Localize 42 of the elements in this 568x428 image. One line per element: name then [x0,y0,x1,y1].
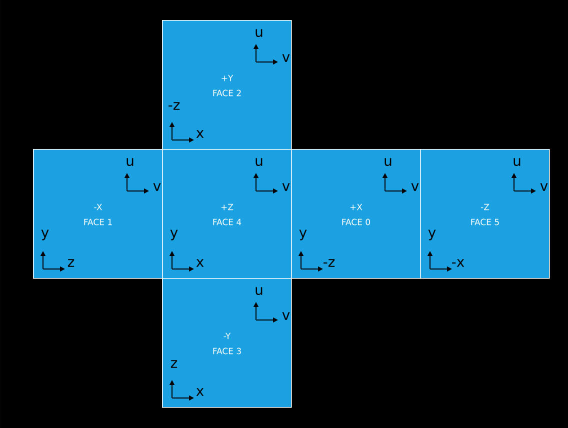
axis-label: z [170,360,178,368]
face-label: FACE 3 [213,348,241,354]
face-label: -Z [480,204,490,210]
face-square [162,20,292,150]
axis-label: -z [168,102,180,110]
face-square [291,149,421,279]
axis-label: u [126,158,134,166]
axis-label: x [196,259,204,267]
axis-label: u [256,158,262,166]
face-label: +Z [221,204,234,210]
face-square [162,278,292,408]
face-square [420,149,550,279]
axis-label: y [299,230,307,240]
face-label: FACE 0 [342,218,370,226]
axis-label: u [514,158,520,166]
axis-label: x [196,130,204,138]
axis-label: -z [324,259,335,267]
axis-label: x [196,388,204,396]
face-label: FACE 1 [84,218,112,226]
axis-label: y [170,230,178,240]
axis-label: v [411,183,419,191]
face-label: -Y [224,332,231,340]
axis-label: v [153,183,161,191]
face-label: +Y [222,74,234,82]
axis-label: -x [452,259,464,267]
face-label: +X [350,204,362,210]
axis-label: y [41,230,49,240]
axis-label: v [282,312,290,320]
axis-label: u [256,286,262,296]
face-label: FACE 2 [213,90,241,96]
axis-label: u [384,158,392,166]
face-square [162,149,292,279]
axis-label: y [428,230,436,240]
face-label: FACE 5 [471,218,499,226]
axis-label: u [256,28,262,38]
face-label: FACE 4 [213,218,242,226]
axis-label: v [540,183,548,191]
face-label: -X [94,204,102,210]
face-square [33,149,163,279]
axis-label: z [68,259,74,267]
axis-label: v [282,54,290,62]
axis-label: v [282,183,290,191]
